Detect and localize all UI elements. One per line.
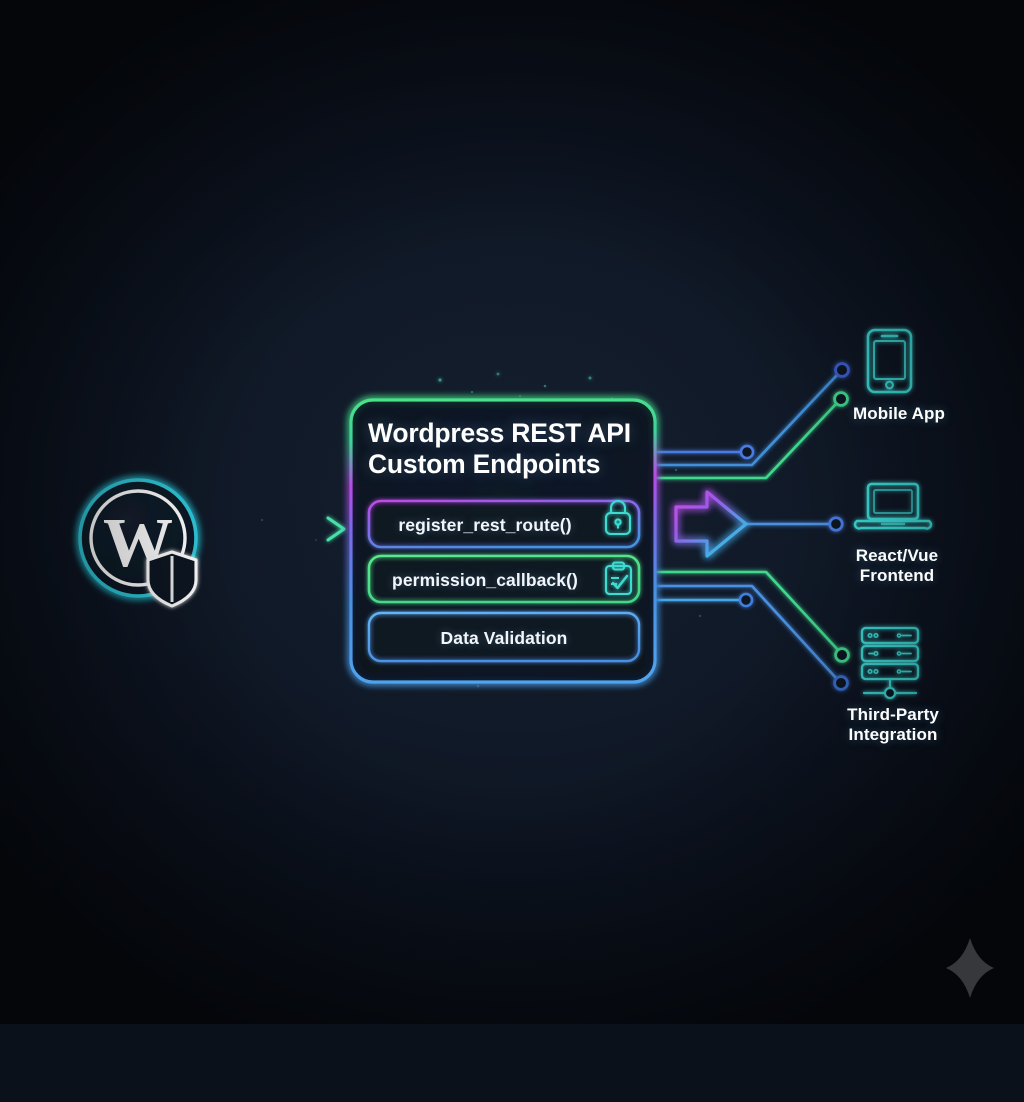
endpoint-label-mobile-app: Mobile App — [853, 404, 945, 423]
trace-node — [739, 444, 755, 460]
trace-node — [833, 675, 849, 691]
endpoint-label-react-vue-frontend: React/Vue Frontend — [855, 546, 939, 586]
trace-node — [738, 592, 754, 608]
trace-node — [828, 516, 844, 532]
trace-node — [834, 362, 850, 378]
endpoint-label-third-party-integration: Third-Party Integration — [847, 705, 939, 745]
smartphone-icon — [866, 328, 913, 394]
output-arrow — [674, 490, 748, 558]
row-label-permission-callback: permission_callback() — [392, 570, 578, 590]
laptop-icon — [853, 482, 933, 530]
wordpress-source-node[interactable]: W — [78, 478, 198, 608]
row-label-register-rest-route: register_rest_route() — [398, 515, 572, 535]
sparkle-watermark — [946, 938, 994, 998]
server-rack-icon — [860, 626, 920, 700]
diagram-canvas: W — [78, 328, 994, 998]
page-title: Wordpress REST API Custom Endpoints — [368, 418, 631, 479]
trace-node — [834, 647, 850, 663]
row-label-data-validation: Data Validation — [440, 628, 568, 648]
shield-icon — [146, 550, 198, 608]
flow-arrow-in — [204, 516, 346, 542]
